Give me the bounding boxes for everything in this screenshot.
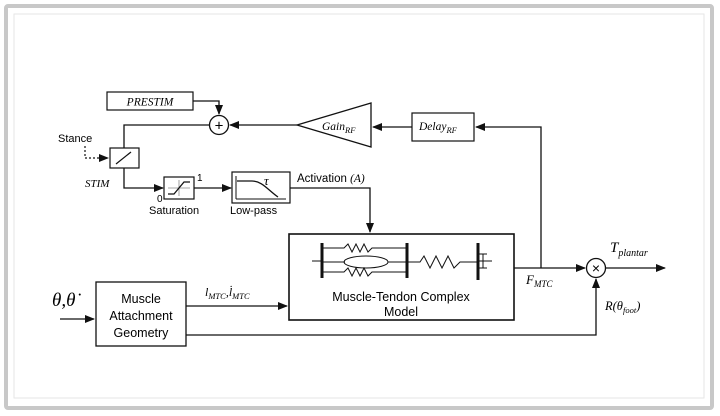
stim-label: STIM	[85, 178, 110, 190]
lowpass-block	[231, 171, 291, 204]
saturation-label: Saturation	[149, 205, 199, 217]
mtc-schematic	[312, 242, 492, 280]
gain-block	[294, 102, 372, 148]
lmtc-label: lMTC,l̇MTC	[205, 285, 250, 301]
delay-label: DelayRF	[418, 121, 458, 135]
lowpass-tau: τ	[264, 173, 270, 188]
gain-label: GainRF	[322, 121, 356, 135]
outer-frame	[4, 4, 714, 410]
mtc-title-line2: Model	[384, 305, 418, 319]
theta-input-label: θ,θ̇	[52, 290, 81, 311]
prestim-label: PRESTIM	[126, 97, 175, 109]
sat-high: 1	[197, 173, 203, 184]
lowpass-label: Low-pass	[230, 205, 278, 217]
r-foot-label: R(θfoot)	[604, 299, 640, 315]
mtc-title-line1: Muscle-Tendon Complex	[332, 290, 470, 304]
sum-plus: +	[215, 118, 224, 135]
fmtc-label: FMTC	[525, 272, 553, 289]
sum-junction	[208, 114, 230, 136]
activation-label: Activation (A)	[297, 173, 365, 185]
geometry-line1: Muscle	[121, 292, 161, 306]
multiply-sign: ×	[592, 260, 600, 276]
stance-label: Stance	[58, 133, 92, 145]
stance-switch	[109, 147, 140, 169]
geometry-block	[95, 281, 187, 347]
sat-low: 0	[157, 194, 163, 205]
geometry-line3: Geometry	[114, 326, 170, 340]
delay-block	[411, 112, 475, 142]
geometry-line2: Attachment	[109, 309, 173, 323]
multiply-junction	[585, 257, 607, 279]
tplantar-label: Tplantar	[610, 240, 648, 259]
